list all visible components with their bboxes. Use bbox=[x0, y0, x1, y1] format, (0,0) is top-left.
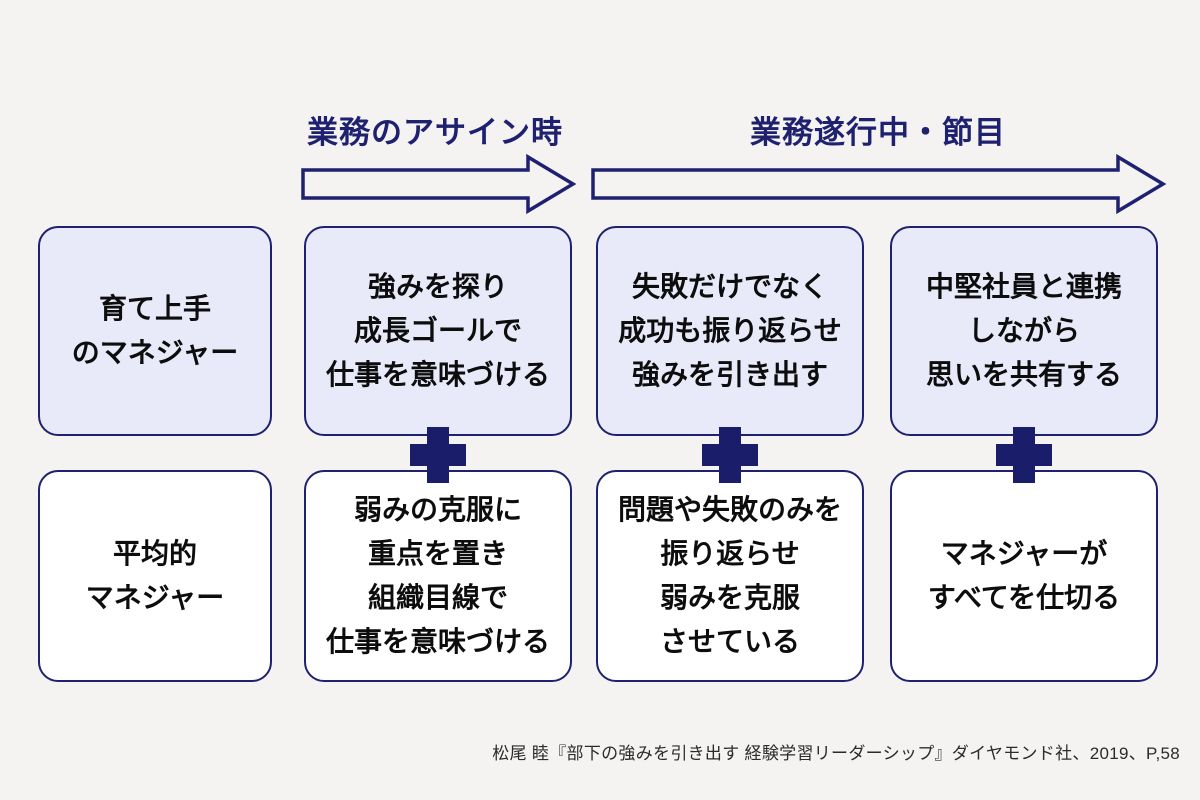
citation-text: 松尾 睦『部下の強みを引き出す 経験学習リーダーシップ』ダイヤモンド社、2019… bbox=[492, 744, 1180, 763]
average-manager-label-box: 平均的 マネジャー bbox=[38, 470, 272, 682]
average-manager-assign-text: 弱みの克服に 重点を置き 組織目線で 仕事を意味づける bbox=[325, 494, 550, 657]
average-manager-label: 平均的 マネジャー bbox=[85, 538, 225, 613]
average-manager-control-box: マネジャーが すべてを仕切る bbox=[890, 470, 1158, 682]
average-manager-control-text: マネジャーが すべてを仕切る bbox=[927, 538, 1121, 613]
good-manager-reflect-box: 失敗だけでなく 成功も振り返らせ 強みを引き出す bbox=[596, 226, 864, 436]
good-manager-collaborate-box: 中堅社員と連携 しながら 思いを共有する bbox=[890, 226, 1158, 436]
good-manager-label-box: 育て上手 のマネジャー bbox=[38, 226, 272, 436]
phase-label-assignment: 業務のアサイン時 bbox=[307, 115, 563, 150]
average-manager-assign-box: 弱みの克服に 重点を置き 組織目線で 仕事を意味づける bbox=[304, 470, 572, 682]
good-manager-assign-box: 強みを探り 成長ゴールで 仕事を意味づける bbox=[304, 226, 572, 436]
average-manager-reflect-box: 問題や失敗のみを 振り返らせ 弱みを克服 させている bbox=[596, 470, 864, 682]
phase-label-execution: 業務遂行中・節目 bbox=[750, 115, 1006, 150]
average-manager-reflect-text: 問題や失敗のみを 振り返らせ 弱みを克服 させている bbox=[617, 494, 842, 657]
arrow-right-icon bbox=[591, 153, 1167, 215]
plus-icon bbox=[702, 427, 758, 483]
good-manager-assign-text: 強みを探り 成長ゴールで 仕事を意味づける bbox=[325, 271, 550, 390]
arrow-right-icon bbox=[301, 153, 577, 215]
good-manager-reflect-text: 失敗だけでなく 成功も振り返らせ 強みを引き出す bbox=[618, 271, 842, 390]
plus-icon bbox=[410, 427, 466, 483]
good-manager-label: 育て上手 のマネジャー bbox=[71, 293, 239, 368]
good-manager-collaborate-text: 中堅社員と連携 しながら 思いを共有する bbox=[925, 271, 1122, 390]
plus-icon bbox=[996, 427, 1052, 483]
